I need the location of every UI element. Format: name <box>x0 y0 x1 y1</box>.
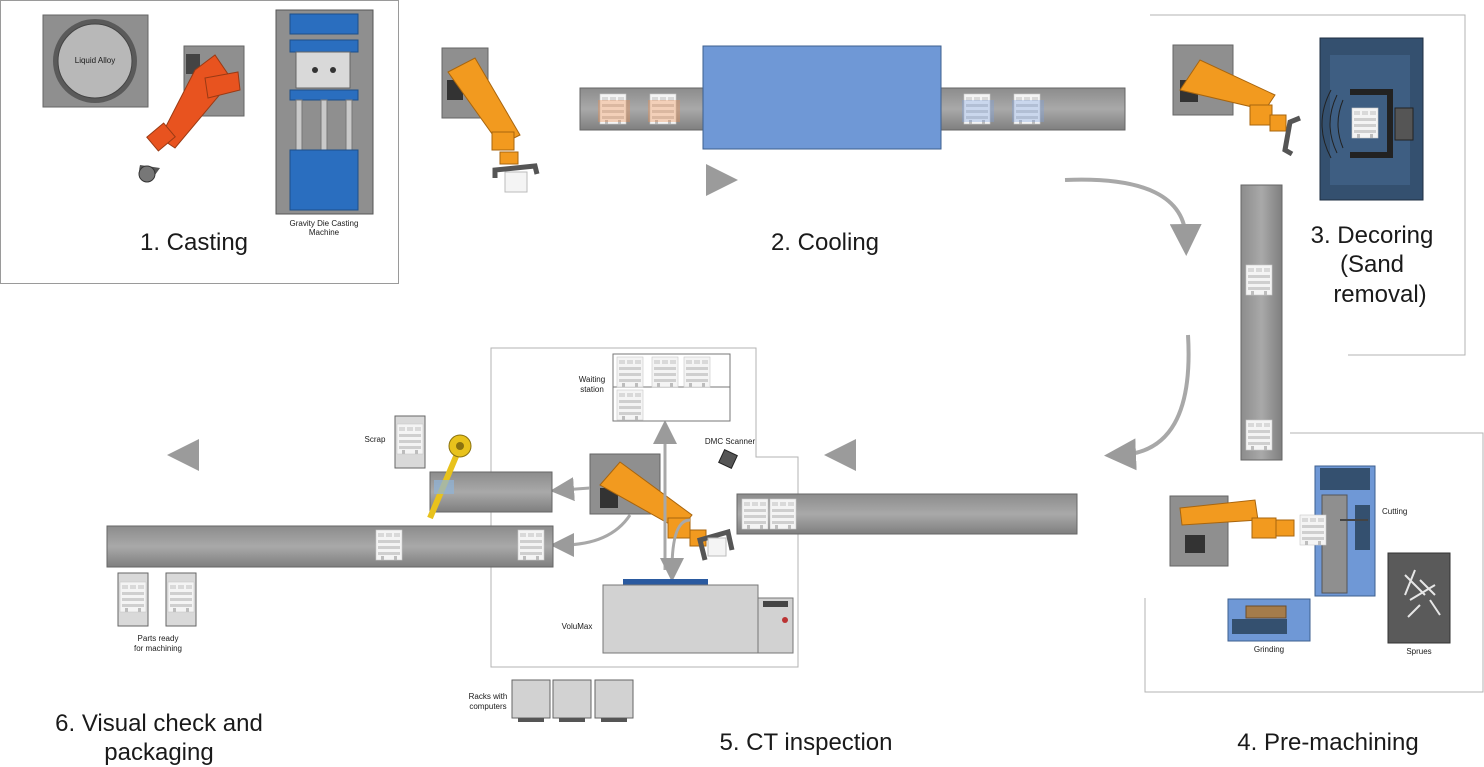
flow-arrow <box>1104 334 1191 471</box>
stage-visual-title-line2: packaging <box>104 739 213 766</box>
liquid-alloy-label: Liquid Alloy <box>75 56 115 65</box>
casting-robot <box>138 45 245 183</box>
stage-decoring-title-line3: removal) <box>1333 281 1426 308</box>
part-ct-infeed <box>741 498 769 530</box>
sprues-bin <box>1387 552 1451 644</box>
part-cutting <box>1299 514 1327 546</box>
gdc-label-line1: Gravity Die Casting <box>290 219 359 228</box>
scrap-label: Scrap <box>365 435 386 444</box>
stage-casting-title: 1. Casting <box>140 229 248 256</box>
casting-frame <box>0 0 399 284</box>
part-on-conveyor <box>1245 264 1273 296</box>
stage-ct-title: 5. CT inspection <box>720 729 893 756</box>
premachining-robot <box>1169 495 1295 567</box>
part-on-conveyor <box>1245 419 1273 451</box>
decoring-frame <box>1150 14 1466 356</box>
part-packaging <box>517 529 545 561</box>
decoring-conveyor <box>1240 184 1283 461</box>
volumax-label: VoluMax <box>562 622 593 631</box>
ready-label-line1: Parts ready <box>138 634 179 643</box>
dmc-scanner-label: DMC Scanner <box>705 437 756 446</box>
grinding-machine <box>1227 598 1311 642</box>
part-decoring <box>1351 107 1379 139</box>
stage-premachining-title: 4. Pre-machining <box>1237 729 1418 756</box>
ready-label-line2: for machining <box>134 644 182 653</box>
flow-arrow <box>1064 177 1202 256</box>
part-ready <box>167 581 195 613</box>
liquid-alloy-furnace: Liquid Alloy <box>42 14 149 108</box>
stage-decoring-title-line1: 3. Decoring <box>1311 222 1434 249</box>
part-waiting <box>683 356 711 388</box>
packaging-conveyor <box>106 525 554 568</box>
gravity-die-casting-machine <box>275 9 374 215</box>
cooling-robot <box>441 47 540 193</box>
waiting-label-line2: station <box>580 385 604 394</box>
part-packaging <box>375 529 403 561</box>
part-waiting <box>616 356 644 388</box>
cooling-tunnel <box>702 45 942 150</box>
grinding-label: Grinding <box>1254 645 1284 654</box>
part-waiting <box>651 356 679 388</box>
decoring-robot <box>1172 44 1301 157</box>
flow-arrow <box>550 514 632 557</box>
part-ct-infeed <box>769 498 797 530</box>
scrap-gate <box>427 434 472 520</box>
racks-label-line2: computers <box>469 702 506 711</box>
part-ready <box>119 581 147 613</box>
cutting-label: Cutting <box>1382 507 1407 516</box>
part-scrap <box>396 423 424 455</box>
ct-frame <box>490 347 799 668</box>
sprues-label: Sprues <box>1406 647 1431 656</box>
ct-robot <box>589 453 735 561</box>
stage-decoring-title-line2: (Sand <box>1340 251 1404 278</box>
racks-label-line1: Racks with <box>469 692 508 701</box>
computer-racks <box>511 679 634 722</box>
flow-arrow <box>660 518 691 582</box>
premachining-frame <box>1144 432 1484 693</box>
gdc-label-line2: Machine <box>309 228 340 237</box>
volumax-ct-scanner <box>602 579 794 654</box>
part-waiting <box>616 389 644 421</box>
dmc-scanner-icon <box>718 449 738 469</box>
waiting-label-line1: Waiting <box>579 375 605 384</box>
cutting-machine <box>1314 465 1376 597</box>
stage-cooling-title: 2. Cooling <box>771 229 879 256</box>
flow-arrow <box>550 477 591 502</box>
stage-visual-title-line1: 6. Visual check and <box>55 710 263 737</box>
